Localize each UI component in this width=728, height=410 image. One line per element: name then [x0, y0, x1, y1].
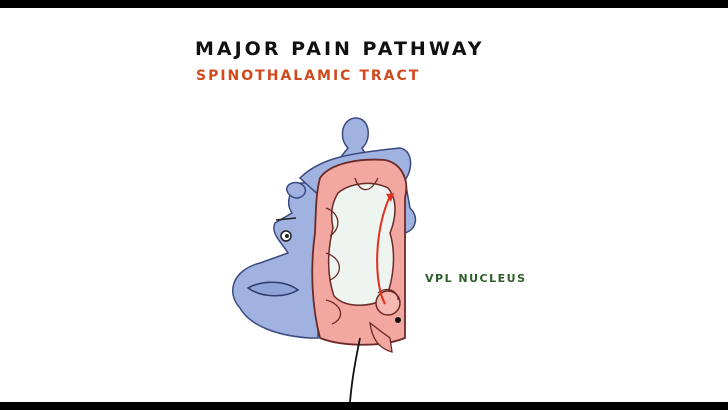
spinal-cord-line	[349, 337, 361, 402]
whiteboard-canvas: MAJOR PAIN PATHWAY SPINOTHALAMIC TRACT	[0, 8, 728, 402]
brain-section-icon	[311, 158, 408, 353]
brain-diagram	[231, 117, 417, 402]
page-title: MAJOR PAIN PATHWAY	[195, 38, 485, 60]
spinal-tract-arrow-icon	[376, 193, 394, 305]
vpl-nucleus-label: VPL NUCLEUS	[425, 272, 527, 285]
page-subtitle: SPINOTHALAMIC TRACT	[196, 68, 421, 84]
